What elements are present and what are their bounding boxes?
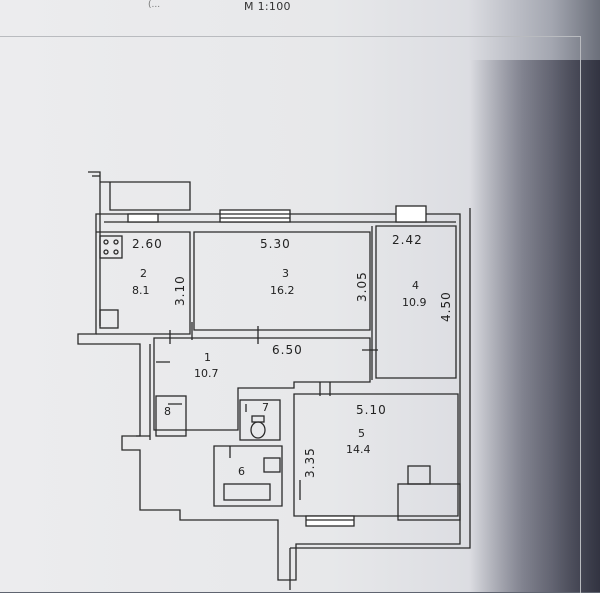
shadow-overlay bbox=[470, 60, 600, 592]
room-2-number: 2 bbox=[140, 267, 147, 280]
wall bbox=[155, 395, 187, 437]
wall bbox=[213, 445, 283, 507]
wall bbox=[293, 393, 459, 517]
balcony-outline bbox=[100, 181, 191, 211]
wall bbox=[96, 231, 191, 335]
sink-icon bbox=[99, 309, 119, 329]
room-5-area: 14.4 bbox=[346, 443, 371, 456]
room-7-number: 7 bbox=[262, 401, 269, 414]
room-3-depth-dim: 3.05 bbox=[355, 271, 369, 302]
room-6-number: 6 bbox=[238, 465, 245, 478]
room-4-depth-dim: 4.50 bbox=[439, 291, 453, 322]
window bbox=[219, 209, 291, 223]
room-2-depth-dim: 3.10 bbox=[173, 275, 187, 306]
stove-icon bbox=[99, 235, 123, 259]
window bbox=[127, 213, 159, 223]
window bbox=[395, 205, 427, 223]
hall-length-dim: 6.50 bbox=[272, 343, 303, 357]
room-2-area: 8.1 bbox=[132, 284, 150, 297]
toilet-icon bbox=[250, 421, 266, 439]
header-fragment: (... bbox=[148, 0, 161, 10]
room-1-area: 10.7 bbox=[194, 367, 219, 380]
room-5-number: 5 bbox=[358, 427, 365, 440]
room-8-number: 8 bbox=[164, 405, 171, 418]
wall bbox=[375, 225, 457, 379]
wall bbox=[239, 399, 281, 441]
wall bbox=[193, 231, 371, 331]
bathtub-icon bbox=[223, 483, 271, 501]
room-4-width-dim: 2.42 bbox=[392, 233, 423, 247]
room-2-width-dim: 2.60 bbox=[132, 237, 163, 251]
room-3-area: 16.2 bbox=[270, 284, 295, 297]
exterior-wall bbox=[77, 213, 461, 581]
room-5-depth-dim: 3.35 bbox=[303, 447, 317, 478]
wall bbox=[153, 337, 371, 431]
room-3-number: 3 bbox=[282, 267, 289, 280]
balcony-outline bbox=[397, 483, 461, 521]
room-4-area: 10.9 bbox=[402, 296, 427, 309]
room-4-number: 4 bbox=[412, 279, 419, 292]
room-1-number: 1 bbox=[204, 351, 211, 364]
window bbox=[305, 515, 355, 527]
scale-label: M 1:100 bbox=[244, 0, 291, 13]
drawing-frame bbox=[0, 36, 581, 593]
room-3-width-dim: 5.30 bbox=[260, 237, 291, 251]
room-5-width-dim: 5.10 bbox=[356, 403, 387, 417]
